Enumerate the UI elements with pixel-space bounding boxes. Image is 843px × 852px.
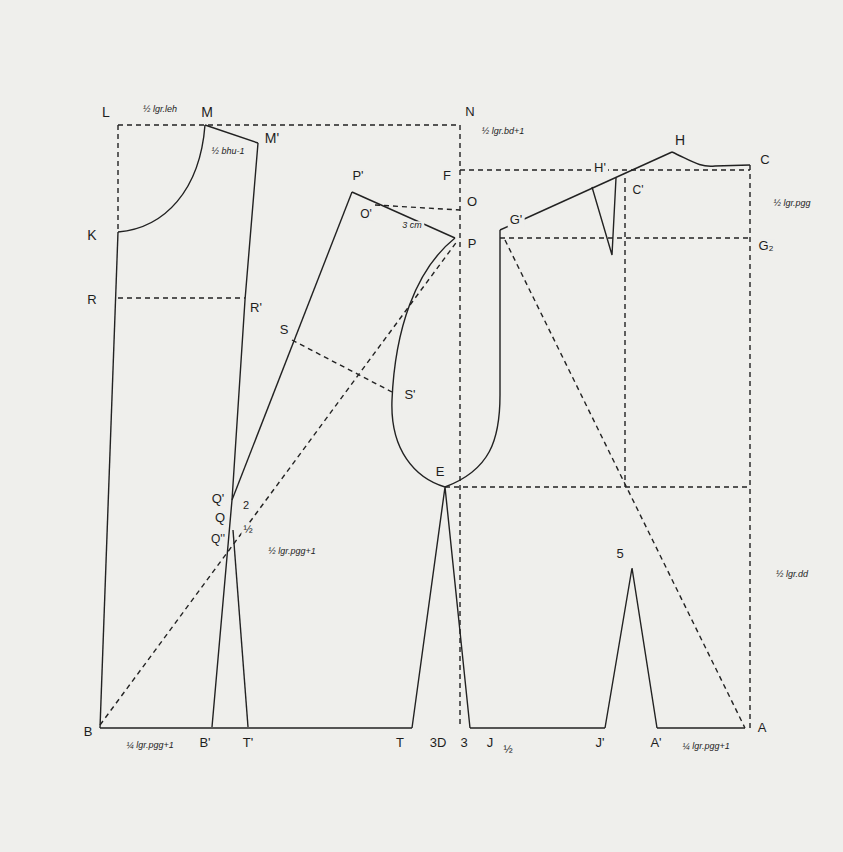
point-letter: ½: [501, 744, 514, 756]
guide-line: [292, 340, 392, 392]
front-line: [232, 192, 352, 500]
point-letter: P: [466, 237, 479, 251]
point-letter: 5: [614, 547, 625, 561]
waist-line: [657, 727, 745, 728]
point-letter: 3D: [428, 736, 449, 750]
point-letter: Q'': [209, 533, 227, 546]
point-letter: C': [631, 184, 646, 197]
waist-line: [100, 727, 412, 728]
dashed-guides: [100, 125, 750, 730]
shoulder-line: [352, 192, 455, 238]
point-letter: J': [594, 736, 607, 750]
point-letter: C: [758, 153, 771, 167]
point-letter: J: [485, 736, 496, 750]
dimension-note: ½ lgr.pgg: [771, 199, 812, 208]
point-letter: S': [402, 388, 417, 402]
point-letter: O: [465, 195, 479, 209]
point-letter: T: [394, 736, 406, 750]
point-letter: G₂: [756, 239, 775, 253]
point-letter: T': [241, 736, 255, 750]
dimension-note: ½ lgr.leh: [141, 105, 179, 114]
point-letter: Q': [210, 492, 227, 506]
point-letter: F: [441, 169, 453, 183]
front-line: [233, 530, 248, 727]
shoulder-line: [500, 152, 672, 230]
point-letter: R: [85, 293, 98, 307]
shoulder-dart: [592, 178, 616, 255]
guide-line: [118, 297, 245, 298]
point-letter: E: [434, 465, 447, 479]
point-letter: M': [263, 131, 281, 146]
point-letter: A: [756, 721, 769, 735]
dimension-note: ½ lgr.pgg+1: [266, 547, 317, 556]
point-letter: M: [199, 105, 215, 120]
point-letter: R': [248, 301, 264, 315]
point-letter: ½: [241, 524, 254, 536]
point-letter: K: [85, 228, 98, 243]
point-letter: B: [82, 725, 95, 739]
point-letter: P': [350, 169, 365, 183]
shoulder-line: [205, 125, 258, 143]
point-letter: H: [673, 133, 687, 148]
dimension-note: ½ bhu-1: [209, 147, 246, 156]
point-letter: S: [278, 323, 291, 337]
guide-line: [100, 240, 458, 725]
point-letter: A': [648, 736, 663, 750]
point-letter: B': [197, 736, 212, 750]
dimension-note: ½ lgr.dd: [774, 570, 810, 579]
neck-curve: [118, 125, 205, 232]
guide-line: [445, 486, 750, 487]
point-letter: H': [592, 161, 608, 175]
point-letter: N: [463, 105, 476, 119]
dimension-note: ¼ lgr.pgg+1: [680, 742, 731, 751]
point-letter: O': [358, 208, 374, 221]
front-line: [212, 143, 258, 727]
waist-line: [470, 727, 605, 728]
guide-line: [500, 237, 750, 238]
dimension-note: ¼ lgr.pgg+1: [124, 741, 175, 750]
point-letter: 2: [241, 500, 251, 512]
point-letter: 3: [458, 736, 469, 750]
point-letter: Q: [213, 511, 227, 525]
armhole-curve: [392, 238, 455, 487]
guide-line: [624, 178, 625, 487]
neck-curve: [672, 152, 750, 166]
point-letter: L: [100, 105, 112, 120]
guide-line: [118, 124, 460, 125]
waist-dart: [605, 568, 657, 728]
pattern-outline: [100, 125, 750, 728]
guide-line: [749, 165, 750, 730]
construction-lines: [100, 125, 750, 730]
armhole-curve: [445, 230, 500, 487]
waist-dart: [412, 487, 470, 728]
guide-line: [117, 125, 118, 232]
point-letter: G': [508, 213, 525, 227]
center-front-line: [100, 232, 118, 728]
dimension-note: 3 cm: [400, 221, 424, 230]
dimension-note: ½ lgr.bd+1: [480, 127, 526, 136]
